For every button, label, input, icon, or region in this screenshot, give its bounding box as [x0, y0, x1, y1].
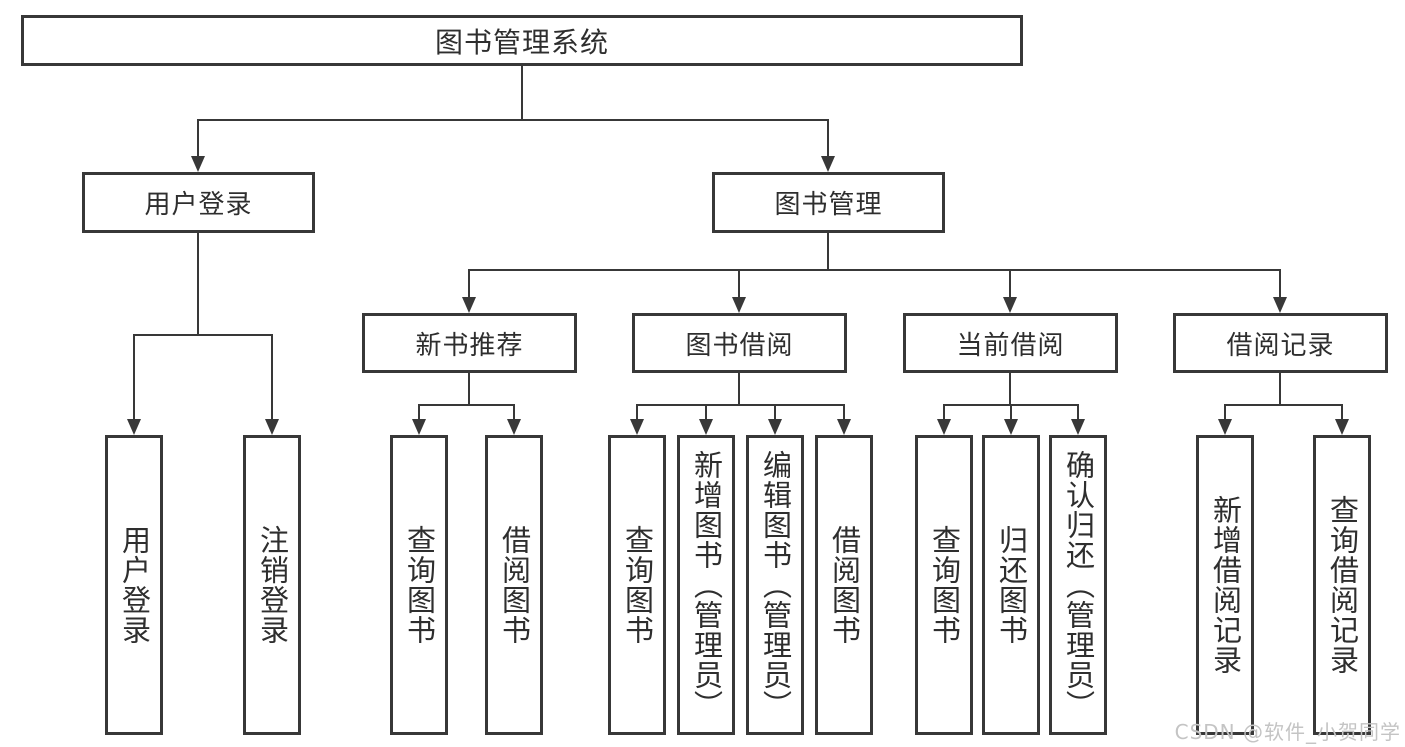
connector-line — [521, 66, 523, 120]
node-user-login: 用户登录 — [82, 172, 315, 233]
node-book-borrow: 图书借阅 — [632, 313, 847, 373]
arrow-down-icon — [507, 419, 521, 435]
connector-line — [738, 373, 740, 406]
connector-line — [197, 119, 199, 158]
node-leaf-user-login: 用户登录 — [105, 435, 163, 735]
connector-line — [197, 119, 829, 121]
connector-line — [1010, 404, 1012, 421]
connector-line — [468, 373, 470, 406]
node-label: 新书推荐 — [415, 330, 524, 361]
node-book-management: 图书管理 — [712, 172, 945, 233]
node-label: 查询借阅记录 — [1325, 495, 1360, 675]
node-leaf-borrow-books-1: 借阅图书 — [485, 435, 543, 735]
node-label: 归还图书 — [994, 525, 1029, 645]
connector-line — [705, 404, 707, 421]
node-label: 用户登录 — [117, 525, 152, 645]
node-leaf-edit-book-admin: 编辑图书（管理员） — [746, 435, 804, 735]
node-label: 图书管理系统 — [434, 25, 609, 59]
connector-line — [1279, 269, 1281, 299]
connector-line — [827, 119, 829, 158]
node-leaf-query-books-3: 查询图书 — [915, 435, 973, 735]
connector-line — [1077, 404, 1079, 421]
arrow-down-icon — [462, 297, 476, 313]
connector-line — [843, 404, 845, 421]
connector-line — [271, 334, 273, 421]
node-label: 当前借阅 — [956, 330, 1065, 361]
arrow-down-icon — [265, 419, 279, 435]
node-label: 新增借阅记录 — [1208, 495, 1243, 675]
connector-line — [1009, 269, 1011, 299]
arrow-down-icon — [630, 419, 644, 435]
connector-line — [1341, 404, 1343, 421]
node-leaf-query-books-2: 查询图书 — [608, 435, 666, 735]
arrow-down-icon — [1335, 419, 1349, 435]
watermark-text: CSDN @软件_小贺同学 — [1174, 720, 1401, 744]
connector-line — [418, 404, 420, 421]
arrow-down-icon — [732, 297, 746, 313]
connector-line — [636, 404, 638, 421]
node-label: 用户登录 — [144, 190, 253, 220]
connector-line — [468, 269, 1281, 271]
node-current-borrow: 当前借阅 — [903, 313, 1118, 373]
arrow-down-icon — [1003, 297, 1017, 313]
node-leaf-logout: 注销登录 — [243, 435, 301, 735]
arrow-down-icon — [699, 419, 713, 435]
arrow-down-icon — [127, 419, 141, 435]
node-label: 图书借阅 — [685, 330, 794, 361]
node-leaf-query-borrow-record: 查询借阅记录 — [1313, 435, 1371, 735]
arrow-down-icon — [768, 419, 782, 435]
node-label: 查询图书 — [402, 525, 437, 645]
connector-line — [197, 233, 199, 336]
arrow-down-icon — [1004, 419, 1018, 435]
connector-line — [774, 404, 776, 421]
connector-line — [1224, 404, 1226, 421]
arrow-down-icon — [937, 419, 951, 435]
connector-line — [943, 404, 945, 421]
node-label: 借阅记录 — [1226, 330, 1335, 361]
node-label: 借阅图书 — [827, 525, 862, 645]
node-label: 注销登录 — [255, 525, 290, 645]
node-label: 确认归还（管理员） — [1061, 450, 1096, 720]
connector-line — [1009, 373, 1011, 406]
node-leaf-return-book: 归还图书 — [982, 435, 1040, 735]
arrow-down-icon — [1273, 297, 1287, 313]
arrow-down-icon — [1071, 419, 1085, 435]
connector-line — [1279, 373, 1281, 406]
node-label: 查询图书 — [620, 525, 655, 645]
connector-line — [133, 334, 273, 336]
node-root: 图书管理系统 — [21, 15, 1023, 66]
arrow-down-icon — [1218, 419, 1232, 435]
node-leaf-add-book-admin: 新增图书（管理员） — [677, 435, 735, 735]
node-borrow-record: 借阅记录 — [1173, 313, 1388, 373]
node-leaf-query-books-1: 查询图书 — [390, 435, 448, 735]
arrow-down-icon — [191, 156, 205, 172]
connector-line — [827, 233, 829, 271]
node-new-book-recommend: 新书推荐 — [362, 313, 577, 373]
connector-line — [133, 334, 135, 421]
node-label: 编辑图书（管理员） — [758, 450, 793, 720]
connector-line — [468, 269, 470, 299]
arrow-down-icon — [837, 419, 851, 435]
arrow-down-icon — [821, 156, 835, 172]
connector-line — [418, 404, 514, 406]
arrow-down-icon — [412, 419, 426, 435]
node-label: 图书管理 — [774, 190, 883, 220]
connector-line — [636, 404, 844, 406]
connector-line — [1224, 404, 1342, 406]
node-label: 借阅图书 — [497, 525, 532, 645]
connector-line — [738, 269, 740, 299]
connector-line — [513, 404, 515, 421]
node-label: 新增图书（管理员） — [689, 450, 724, 720]
node-leaf-add-borrow-record: 新增借阅记录 — [1196, 435, 1254, 735]
node-leaf-confirm-return-admin: 确认归还（管理员） — [1049, 435, 1107, 735]
node-label: 查询图书 — [927, 525, 962, 645]
node-leaf-borrow-books-2: 借阅图书 — [815, 435, 873, 735]
